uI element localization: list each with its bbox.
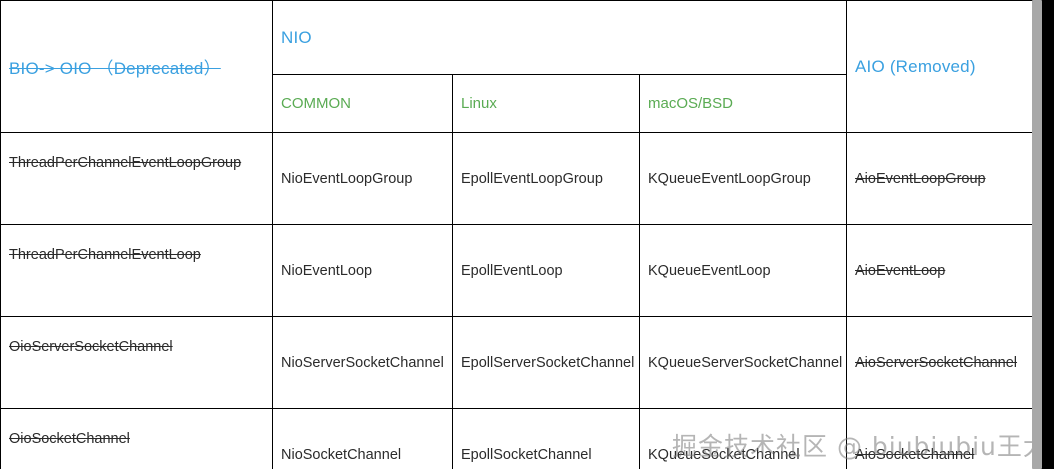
cell-common: NioServerSocketChannel xyxy=(272,316,453,409)
header-nio-macos: macOS/BSD xyxy=(638,74,848,133)
table-row: ThreadPerChannelEventLoopGroup NioEventL… xyxy=(0,132,1038,225)
cell-aio: AioEventLoopGroup xyxy=(846,132,1038,225)
cell-bio: OioServerSocketChannel xyxy=(0,316,273,409)
scrollbar-track[interactable] xyxy=(1032,0,1048,469)
cell-bio: OioSocketChannel xyxy=(0,408,273,469)
cell-macos: KQueueEventLoopGroup xyxy=(638,132,848,225)
right-gutter xyxy=(1048,0,1054,469)
header-row-groups: BIO-> OIO （Deprecated） NIO AIO (Removed) xyxy=(0,0,1038,133)
cell-common: NioEventLoop xyxy=(272,224,453,317)
cell-aio: AioServerSocketChannel xyxy=(846,316,1038,409)
cell-linux: EpollSocketChannel xyxy=(452,408,640,469)
table-row: OioServerSocketChannel NioServerSocketCh… xyxy=(0,316,1038,409)
cell-linux: EpollEventLoopGroup xyxy=(452,132,640,225)
cell-macos: KQueueSocketChannel xyxy=(638,408,848,469)
table-body: ThreadPerChannelEventLoopGroup NioEventL… xyxy=(0,132,1038,469)
cell-linux: EpollEventLoop xyxy=(452,224,640,317)
table-row: OioSocketChannel NioSocketChannel EpollS… xyxy=(0,408,1038,469)
table-row: ThreadPerChannelEventLoop NioEventLoop E… xyxy=(0,224,1038,317)
cell-aio: AioSocketChannel xyxy=(846,408,1038,469)
cell-aio: AioEventLoop xyxy=(846,224,1038,317)
cell-common: NioEventLoopGroup xyxy=(272,132,453,225)
header-nio-common: COMMON xyxy=(272,74,453,133)
header-nio: NIO xyxy=(271,0,848,75)
cell-bio: ThreadPerChannelEventLoop xyxy=(0,224,273,317)
cell-bio: ThreadPerChannelEventLoopGroup xyxy=(0,132,273,225)
header-aio: AIO (Removed) xyxy=(846,0,1038,133)
header-bio-oio: BIO-> OIO （Deprecated） xyxy=(0,0,273,133)
cell-common: NioSocketChannel xyxy=(272,408,453,469)
header-row-subgroups: COMMON Linux macOS/BSD xyxy=(1,74,1037,133)
cell-macos: KQueueServerSocketChannel xyxy=(638,316,848,409)
table-head: BIO-> OIO （Deprecated） NIO AIO (Removed)… xyxy=(0,0,1038,133)
header-nio-linux: Linux xyxy=(452,74,640,133)
cell-macos: KQueueEventLoop xyxy=(638,224,848,317)
scrollbar-thumb[interactable] xyxy=(1032,0,1042,469)
cell-linux: EpollServerSocketChannel xyxy=(452,316,640,409)
